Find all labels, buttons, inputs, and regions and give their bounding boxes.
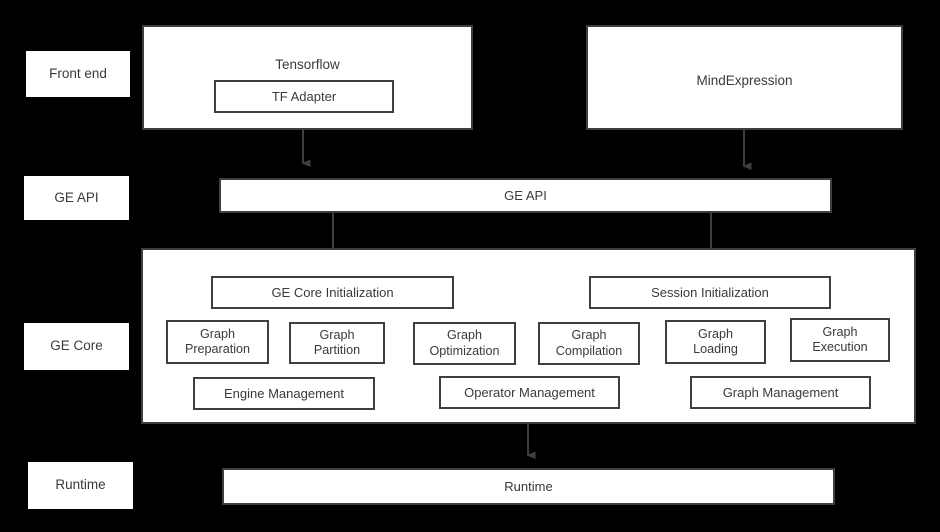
box-graph-optimization-line1: Graph	[446, 328, 482, 343]
box-graph-preparation[interactable]: Graph Preparation	[166, 320, 269, 364]
box-graph-loading-line2: Loading	[693, 342, 738, 356]
tier-label-front-end: Front end	[26, 51, 130, 97]
box-graph-compilation[interactable]: Graph Compilation	[538, 322, 640, 365]
box-graph-execution[interactable]: Graph Execution	[790, 318, 890, 362]
box-engine-management-label: Engine Management	[224, 385, 344, 401]
tier-label-runtime-text: Runtime	[55, 477, 106, 493]
tier-label-ge-core: GE Core	[24, 323, 129, 370]
box-graph-preparation-line1: Graph	[199, 326, 235, 341]
box-ge-core-initialization[interactable]: GE Core Initialization	[211, 276, 454, 309]
box-runtime[interactable]: Runtime	[222, 468, 835, 505]
box-tf-adapter-label: TF Adapter	[271, 88, 337, 104]
box-graph-loading-line1: Graph	[697, 326, 733, 341]
box-graph-partition-line1: Graph	[319, 327, 355, 342]
box-graph-compilation-line2: Compilation	[555, 343, 623, 358]
tier-label-runtime: Runtime	[28, 462, 133, 509]
box-ge-core-initialization-label: GE Core Initialization	[271, 284, 394, 300]
tier-label-ge-core-text: GE Core	[50, 338, 103, 354]
group-tensorflow: Tensorflow	[142, 25, 473, 130]
box-graph-loading[interactable]: Graph Loading	[665, 320, 766, 364]
box-graph-partition[interactable]: Graph Partition	[289, 322, 385, 364]
box-ge-api-label: GE API	[504, 187, 547, 203]
box-graph-management-label: Graph Management	[722, 384, 839, 400]
box-ge-api[interactable]: GE API	[219, 178, 832, 213]
box-graph-execution-line2: Execution	[812, 340, 868, 354]
box-session-initialization-label: Session Initialization	[651, 284, 769, 300]
box-graph-compilation-line1: Graph	[571, 328, 607, 343]
box-graph-execution-line1: Graph	[822, 324, 858, 339]
box-graph-optimization[interactable]: Graph Optimization	[413, 322, 516, 365]
box-tf-adapter[interactable]: TF Adapter	[214, 80, 394, 113]
box-session-initialization[interactable]: Session Initialization	[589, 276, 831, 309]
box-graph-optimization-line2: Optimization	[429, 343, 500, 358]
box-graph-preparation-line2: Preparation	[184, 342, 251, 356]
box-operator-management-label: Operator Management	[464, 384, 595, 400]
group-mindexpression: MindExpression	[586, 25, 903, 130]
group-mindexpression-title: MindExpression	[696, 73, 793, 88]
tier-label-front-end-text: Front end	[49, 65, 107, 81]
box-runtime-label: Runtime	[504, 478, 553, 494]
group-tensorflow-title: Tensorflow	[275, 57, 340, 72]
box-graph-management[interactable]: Graph Management	[690, 376, 871, 409]
box-engine-management[interactable]: Engine Management	[193, 377, 375, 410]
tier-label-ge-api-text: GE API	[54, 189, 99, 205]
box-operator-management[interactable]: Operator Management	[439, 376, 620, 409]
tier-label-ge-api: GE API	[24, 176, 129, 220]
box-graph-partition-line2: Partition	[313, 343, 361, 357]
